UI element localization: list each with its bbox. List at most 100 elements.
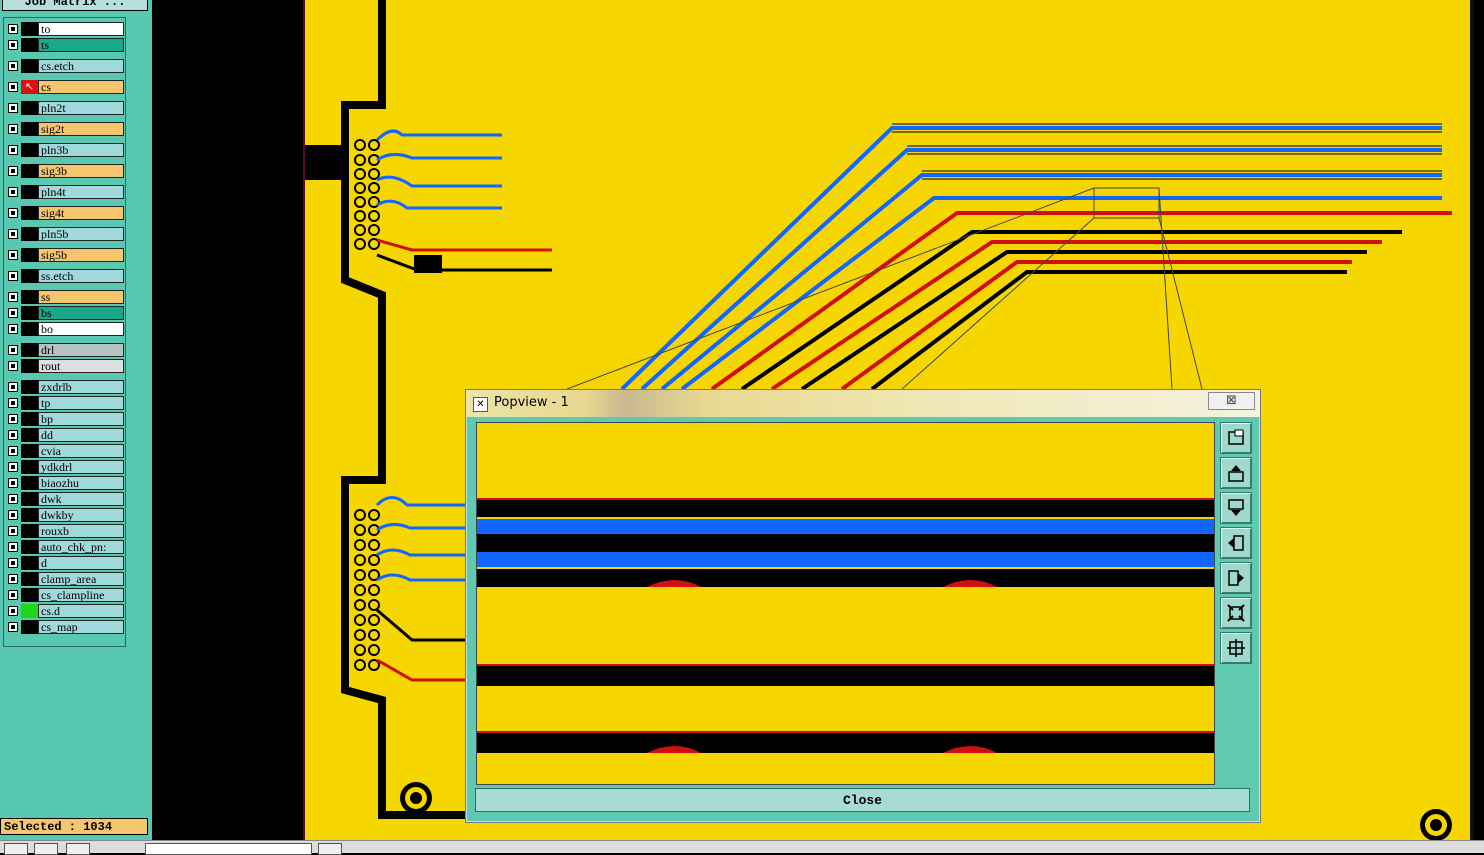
layer-color-swatch[interactable] xyxy=(21,412,38,426)
layer-row[interactable]: cs_map xyxy=(5,620,124,634)
layer-color-swatch[interactable] xyxy=(21,122,38,136)
layer-checkbox[interactable] xyxy=(8,187,18,197)
layer-name[interactable]: auto_chk_pn: xyxy=(38,540,124,554)
layer-row[interactable]: sig4t xyxy=(5,206,124,220)
layer-color-swatch[interactable] xyxy=(21,306,38,320)
layer-name[interactable]: sig5b xyxy=(38,248,124,262)
layer-checkbox[interactable] xyxy=(8,574,18,584)
layer-name[interactable]: ydkdrl xyxy=(38,460,124,474)
layer-color-swatch[interactable] xyxy=(21,476,38,490)
layer-name[interactable]: cs.etch xyxy=(38,59,124,73)
layer-color-swatch[interactable] xyxy=(21,322,38,336)
layer-name[interactable]: biaozhu xyxy=(38,476,124,490)
job-matrix-button[interactable]: Job Matrix ... xyxy=(2,0,148,11)
layer-row[interactable]: bo xyxy=(5,322,124,336)
layer-row[interactable]: cs.d xyxy=(5,604,124,618)
layer-color-swatch[interactable] xyxy=(21,380,38,394)
close-icon[interactable]: ⊠ xyxy=(1208,392,1255,410)
pan-up-button[interactable] xyxy=(1220,457,1252,489)
layer-name[interactable]: ss xyxy=(38,290,124,304)
layer-color-swatch[interactable] xyxy=(21,59,38,73)
layer-color-swatch[interactable] xyxy=(21,396,38,410)
layer-row[interactable]: dwkby xyxy=(5,508,124,522)
layer-checkbox[interactable] xyxy=(8,542,18,552)
layer-color-swatch[interactable] xyxy=(21,343,38,357)
layer-checkbox[interactable] xyxy=(8,590,18,600)
layer-name[interactable]: bs xyxy=(38,306,124,320)
layer-row[interactable]: rout xyxy=(5,359,124,373)
layer-color-swatch[interactable] xyxy=(21,604,38,618)
layer-name[interactable]: drl xyxy=(38,343,124,357)
layer-checkbox[interactable] xyxy=(8,382,18,392)
layer-color-swatch[interactable] xyxy=(21,359,38,373)
layer-checkbox[interactable] xyxy=(8,292,18,302)
layer-row[interactable]: cs_clamplinе xyxy=(5,588,124,602)
layer-name[interactable]: cs.d xyxy=(38,604,124,618)
layer-name[interactable]: sig4t xyxy=(38,206,124,220)
layer-checkbox[interactable] xyxy=(8,145,18,155)
popview-titlebar[interactable]: ✕ Popview - 1 ⊠ xyxy=(466,390,1260,417)
layer-row[interactable]: ss xyxy=(5,290,124,304)
layer-name[interactable]: cs xyxy=(38,80,124,94)
layer-checkbox[interactable] xyxy=(8,166,18,176)
layer-checkbox[interactable] xyxy=(8,103,18,113)
layer-row[interactable]: sig5b xyxy=(5,248,124,262)
layer-row[interactable]: cs.etch xyxy=(5,59,124,73)
layer-name[interactable]: dd xyxy=(38,428,124,442)
layer-row[interactable]: d xyxy=(5,556,124,570)
layer-checkbox[interactable] xyxy=(8,271,18,281)
layer-checkbox[interactable] xyxy=(8,558,18,568)
pan-right-button[interactable] xyxy=(1220,562,1252,594)
layer-row[interactable]: ↖cs xyxy=(5,80,124,94)
layer-checkbox[interactable] xyxy=(8,622,18,632)
layer-color-swatch[interactable] xyxy=(21,227,38,241)
layer-checkbox[interactable] xyxy=(8,250,18,260)
layer-row[interactable]: clamp_area xyxy=(5,572,124,586)
bottom-tool-button-4[interactable] xyxy=(318,843,342,855)
pan-down-button[interactable] xyxy=(1220,492,1252,524)
layer-checkbox[interactable] xyxy=(8,526,18,536)
layer-name[interactable]: dwkby xyxy=(38,508,124,522)
layer-checkbox[interactable] xyxy=(8,124,18,134)
layer-checkbox[interactable] xyxy=(8,324,18,334)
layer-checkbox[interactable] xyxy=(8,345,18,355)
layer-row[interactable]: bs xyxy=(5,306,124,320)
layer-color-swatch[interactable] xyxy=(21,492,38,506)
layer-row[interactable]: pln2t xyxy=(5,101,124,115)
layer-color-swatch[interactable] xyxy=(21,556,38,570)
layer-color-swatch[interactable] xyxy=(21,540,38,554)
pan-left-button[interactable] xyxy=(1220,527,1252,559)
layer-color-swatch[interactable] xyxy=(21,460,38,474)
layer-row[interactable]: auto_chk_pn: xyxy=(5,540,124,554)
layer-checkbox[interactable] xyxy=(8,478,18,488)
layer-color-swatch[interactable] xyxy=(21,269,38,283)
layer-name[interactable]: zxdrlb xyxy=(38,380,124,394)
layer-name[interactable]: bo xyxy=(38,322,124,336)
layer-color-swatch[interactable] xyxy=(21,101,38,115)
layer-row[interactable]: drl xyxy=(5,343,124,357)
layer-row[interactable]: sig2t xyxy=(5,122,124,136)
layer-color-swatch[interactable] xyxy=(21,572,38,586)
layer-checkbox[interactable] xyxy=(8,229,18,239)
layer-name[interactable]: pln5b xyxy=(38,227,124,241)
layer-name[interactable]: d xyxy=(38,556,124,570)
layer-checkbox[interactable] xyxy=(8,361,18,371)
layer-name[interactable]: cs_map xyxy=(38,620,124,634)
layer-color-swatch[interactable] xyxy=(21,164,38,178)
layer-checkbox[interactable] xyxy=(8,40,18,50)
layer-name[interactable]: dwk xyxy=(38,492,124,506)
popview-zoomed-view[interactable] xyxy=(476,422,1215,785)
layer-row[interactable]: pln3b xyxy=(5,143,124,157)
layer-checkbox[interactable] xyxy=(8,430,18,440)
layer-checkbox[interactable] xyxy=(8,462,18,472)
layer-color-swatch[interactable] xyxy=(21,588,38,602)
layer-row[interactable]: pln5b xyxy=(5,227,124,241)
bottom-tool-button-3[interactable] xyxy=(66,843,90,855)
layer-checkbox[interactable] xyxy=(8,494,18,504)
layer-checkbox[interactable] xyxy=(8,414,18,424)
active-layer-arrow-icon[interactable]: ↖ xyxy=(21,80,38,94)
layer-row[interactable]: zxdrlb xyxy=(5,380,124,394)
layer-row[interactable]: dd xyxy=(5,428,124,442)
layer-name[interactable]: rout xyxy=(38,359,124,373)
layer-name[interactable]: cvia xyxy=(38,444,124,458)
